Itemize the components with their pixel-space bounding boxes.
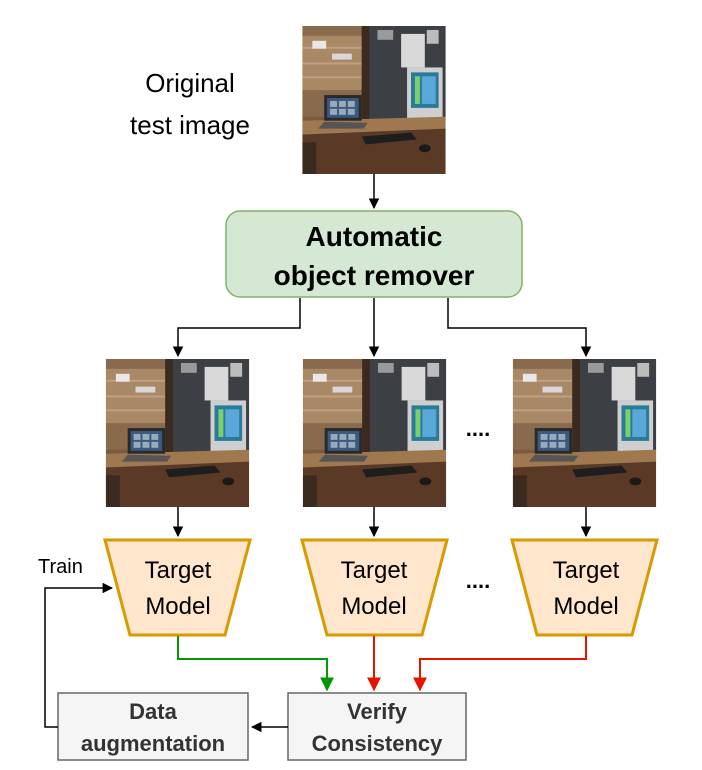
models-ellipsis: ....: [466, 568, 490, 593]
remover-label-line1: Automatic: [306, 221, 443, 252]
images-ellipsis: ....: [466, 416, 490, 441]
train-label: Train: [38, 556, 83, 578]
verify-consistency-box: Verify Consistency: [287, 692, 467, 761]
original-image-label-line2: test image: [130, 110, 250, 140]
target-model-n-line1: Target: [553, 557, 620, 584]
verify-line1: Verify: [347, 699, 408, 724]
arrow-model-1-to-verify: [177, 636, 334, 692]
arrow-model-n-to-verify: [413, 636, 587, 692]
target-model-n-line2: Model: [553, 593, 618, 620]
target-model-2-line1: Target: [341, 557, 408, 584]
arrow-augmentation-train-loop: [44, 582, 114, 728]
automatic-object-remover-box: Automatic object remover: [225, 210, 523, 298]
verify-line2: Consistency: [312, 731, 444, 756]
edited-image-2: [303, 359, 446, 507]
target-model-1-line1: Target: [145, 557, 212, 584]
target-model-2: Target Model: [300, 538, 449, 637]
target-model-1: Target Model: [103, 538, 252, 637]
augmentation-line1: Data: [129, 699, 177, 724]
data-augmentation-box: Data augmentation: [57, 692, 249, 761]
augmentation-line2: augmentation: [81, 731, 225, 756]
original-test-image: [302, 26, 445, 174]
target-model-2-line2: Model: [341, 593, 406, 620]
edited-image-n: [513, 359, 656, 507]
original-image-label-line1: Original: [145, 68, 235, 98]
edited-image-1: [106, 359, 249, 507]
target-model-1-line2: Model: [145, 593, 210, 620]
remover-label-line2: object remover: [274, 260, 475, 291]
target-model-n: Target Model: [510, 538, 659, 637]
arrow-remover-to-image-1: [172, 298, 301, 358]
arrow-remover-to-image-n: [447, 298, 592, 358]
